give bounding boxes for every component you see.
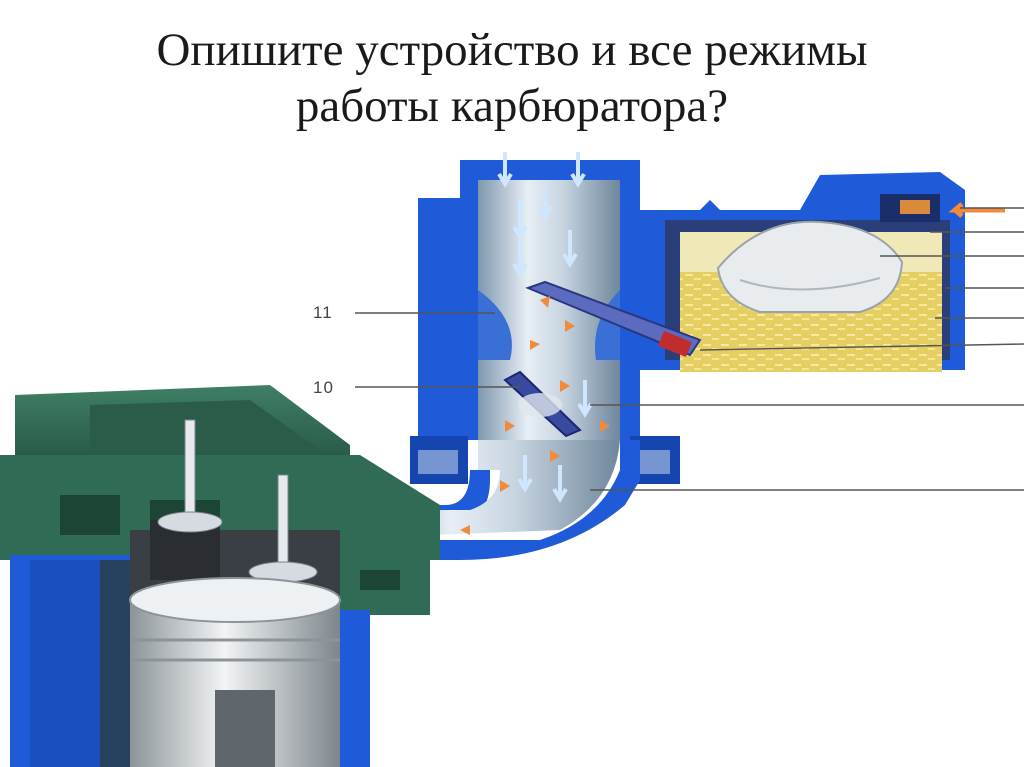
intake-valve	[157, 419, 223, 533]
fuel-nozzle	[525, 280, 702, 358]
title-line-2: работы карбюратора?	[295, 80, 729, 132]
callout-11: 11	[313, 303, 333, 322]
float	[716, 220, 904, 313]
float-chamber	[665, 194, 1005, 372]
throttle-valve	[503, 370, 582, 438]
air-flow-arrows	[497, 152, 593, 503]
slide-title: Опишите устройство и все режимы работы к…	[0, 22, 1024, 134]
callout-lines	[355, 207, 1024, 491]
callout-10: 10	[313, 378, 334, 397]
title-line-1: Опишите устройство и все режимы	[156, 24, 868, 76]
exhaust-valve	[248, 474, 318, 583]
piston	[129, 577, 341, 767]
